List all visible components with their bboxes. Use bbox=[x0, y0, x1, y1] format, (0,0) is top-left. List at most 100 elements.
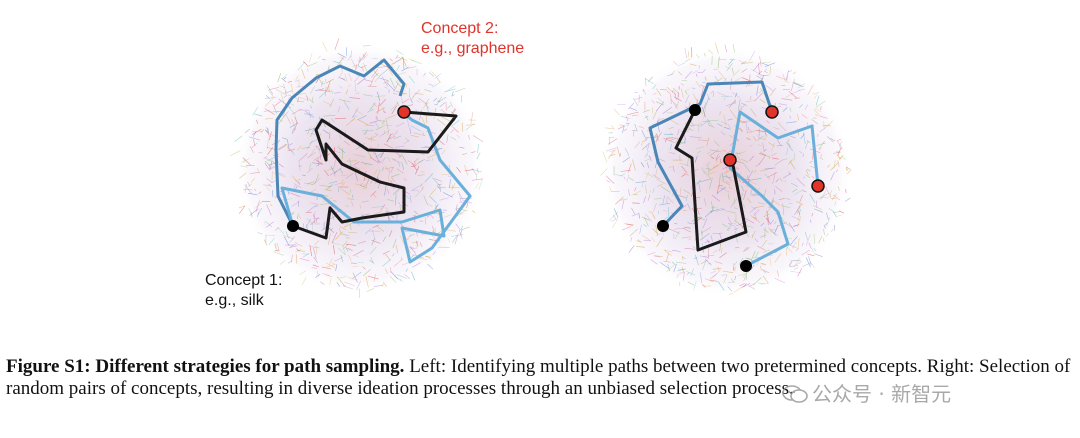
graph-edge bbox=[764, 84, 774, 92]
graph-edge bbox=[718, 70, 726, 80]
graph-edge bbox=[839, 210, 845, 214]
graph-edge bbox=[734, 92, 738, 98]
graph-edge bbox=[845, 166, 851, 171]
graph-edge bbox=[656, 133, 659, 141]
graph-edge bbox=[813, 108, 821, 117]
graph-edge bbox=[702, 218, 708, 229]
graph-edge bbox=[631, 114, 639, 117]
graph-edge bbox=[711, 205, 715, 214]
graph-edge bbox=[631, 190, 642, 196]
graph-edge bbox=[354, 109, 364, 115]
graph-edge bbox=[833, 160, 836, 169]
graph-edge bbox=[702, 106, 706, 118]
graph-edge bbox=[771, 142, 775, 152]
graph-edge bbox=[767, 172, 778, 178]
graph-edge bbox=[302, 253, 309, 255]
graph-edge bbox=[407, 233, 412, 241]
graph-edge bbox=[785, 222, 793, 229]
graph-edge bbox=[642, 109, 650, 113]
graph-edge bbox=[709, 273, 717, 280]
graph-edge bbox=[635, 181, 647, 183]
graph-edge bbox=[449, 179, 451, 189]
graph-edge bbox=[331, 241, 335, 244]
graph-edge bbox=[671, 91, 676, 93]
graph-edge bbox=[797, 213, 801, 221]
graph-edge bbox=[289, 192, 301, 198]
graph-edge bbox=[326, 189, 332, 192]
graph-edge bbox=[363, 45, 371, 47]
graph-edge bbox=[414, 93, 424, 95]
graph-edge bbox=[369, 102, 376, 111]
graph-edge bbox=[804, 104, 809, 110]
graph-edge bbox=[249, 172, 261, 174]
graph-edge bbox=[822, 238, 825, 243]
graph-edge bbox=[695, 254, 699, 266]
graph-edge bbox=[681, 165, 688, 174]
graph-edge bbox=[626, 174, 630, 182]
graph-edge bbox=[395, 122, 405, 127]
graph-edge bbox=[347, 198, 355, 200]
graph-edge bbox=[713, 140, 720, 147]
graph-edge bbox=[644, 172, 654, 178]
graph-edge bbox=[254, 113, 263, 117]
graph-edge bbox=[629, 177, 634, 181]
graph-edge bbox=[759, 153, 767, 157]
graph-edge bbox=[631, 213, 639, 217]
graph-edge bbox=[649, 189, 651, 194]
graph-edge bbox=[375, 126, 384, 131]
graph-edge bbox=[309, 244, 312, 257]
graph-edge bbox=[359, 182, 363, 186]
graph-edge bbox=[404, 137, 410, 142]
graph-edge bbox=[371, 206, 384, 208]
graph-edge bbox=[315, 145, 319, 148]
graph-edge bbox=[387, 114, 397, 119]
graph-edge bbox=[387, 188, 390, 195]
graph-edge bbox=[352, 107, 359, 118]
graph-edge bbox=[651, 237, 656, 243]
graph-edge bbox=[749, 50, 756, 62]
graph-edge bbox=[331, 89, 333, 94]
graph-edge bbox=[384, 86, 388, 89]
graph-edge bbox=[449, 101, 453, 108]
graph-edge bbox=[345, 243, 357, 246]
graph-edge bbox=[815, 95, 820, 106]
graph-edge bbox=[337, 53, 347, 58]
graph-edge bbox=[746, 137, 751, 141]
graph-edge bbox=[329, 98, 335, 108]
graph-edge bbox=[260, 129, 265, 134]
graph-edge bbox=[244, 184, 247, 193]
graph-edge bbox=[436, 77, 441, 83]
graph-edge bbox=[610, 125, 615, 129]
graph-edge bbox=[765, 167, 774, 170]
graph-edge bbox=[330, 118, 335, 123]
graph-edge bbox=[439, 102, 446, 108]
graph-edge bbox=[820, 190, 827, 201]
graph-edge bbox=[653, 203, 657, 212]
graph-edge bbox=[322, 129, 329, 135]
graph-edge bbox=[418, 98, 427, 105]
graph-edge bbox=[306, 224, 308, 231]
graph-edge bbox=[786, 138, 790, 144]
graph-edge bbox=[825, 233, 829, 237]
graph-edge bbox=[424, 173, 434, 183]
graph-edge bbox=[784, 179, 787, 183]
graph-edge bbox=[778, 198, 785, 200]
graph-edge bbox=[716, 92, 728, 97]
graph-edge bbox=[814, 253, 823, 257]
graph-edge bbox=[768, 227, 777, 236]
graph-edge bbox=[380, 204, 386, 211]
graph-edge bbox=[309, 148, 315, 157]
graph-edge bbox=[633, 130, 635, 137]
concept2-title: Concept 2: bbox=[421, 20, 499, 37]
graph-edge bbox=[818, 140, 825, 150]
graph-edge bbox=[663, 260, 671, 263]
graph-edge bbox=[340, 181, 346, 189]
graph-edge bbox=[685, 195, 688, 201]
graph-edge bbox=[429, 188, 437, 196]
graph-edge bbox=[710, 207, 718, 209]
graph-edge bbox=[788, 244, 797, 249]
graph-edge bbox=[620, 173, 626, 177]
graph-edge bbox=[348, 254, 352, 261]
right-red-node-top bbox=[765, 105, 779, 119]
graph-edge bbox=[451, 94, 455, 97]
